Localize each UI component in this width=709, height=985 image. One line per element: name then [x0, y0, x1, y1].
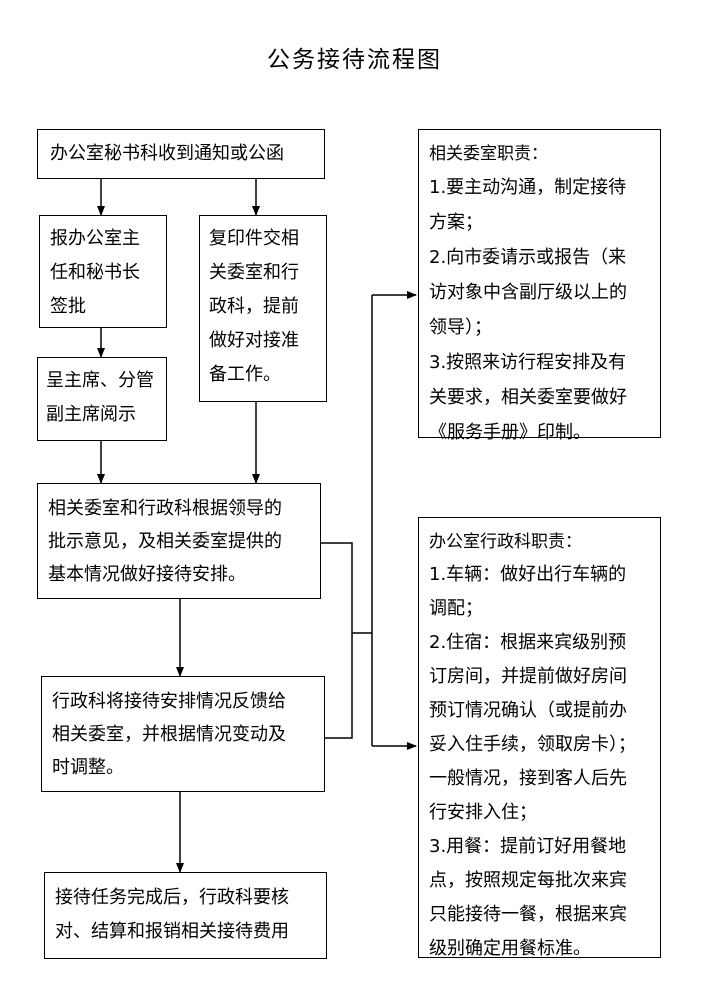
- node-complete-settle: 接待任务完成后，行政科要核 对、结算和报销相关接待费用: [44, 872, 327, 959]
- admin-duties-box: 办公室行政科职责： 1.车辆：做好出行车辆的 调配； 2.住宿：根据来宾级别预 …: [418, 517, 661, 959]
- node-report-director: 报办公室主 任和秘书长 签批: [39, 215, 167, 328]
- node-arrange-reception: 相关委室和行政科根据领导的 批示意见，及相关委室提供的 基本情况做好接待安排。: [37, 483, 321, 599]
- node-copy-to-units: 复印件交相 关委室和行 政科，提前 做好对接准 备工作。: [199, 215, 327, 402]
- bracket-to-duties: [321, 542, 353, 739]
- node-receive-notice: 办公室秘书科收到通知或公函: [37, 129, 325, 179]
- admin-duties-heading: 办公室行政科职责：: [429, 532, 582, 552]
- page-title: 公务接待流程图: [267, 47, 442, 73]
- node-present-chairman: 呈主席、分管 副主席阅示: [37, 357, 167, 441]
- node-feedback-adjust: 行政科将接待安排情况反馈给 相关委室，并根据情况变动及 时调整。: [41, 676, 325, 792]
- committee-duties-box: 相关委室职责： 1.要主动沟通，制定接待 方案； 2.向市委请示或报告（来 访对…: [418, 129, 661, 443]
- committee-duties-heading: 相关委室职责：: [429, 144, 548, 164]
